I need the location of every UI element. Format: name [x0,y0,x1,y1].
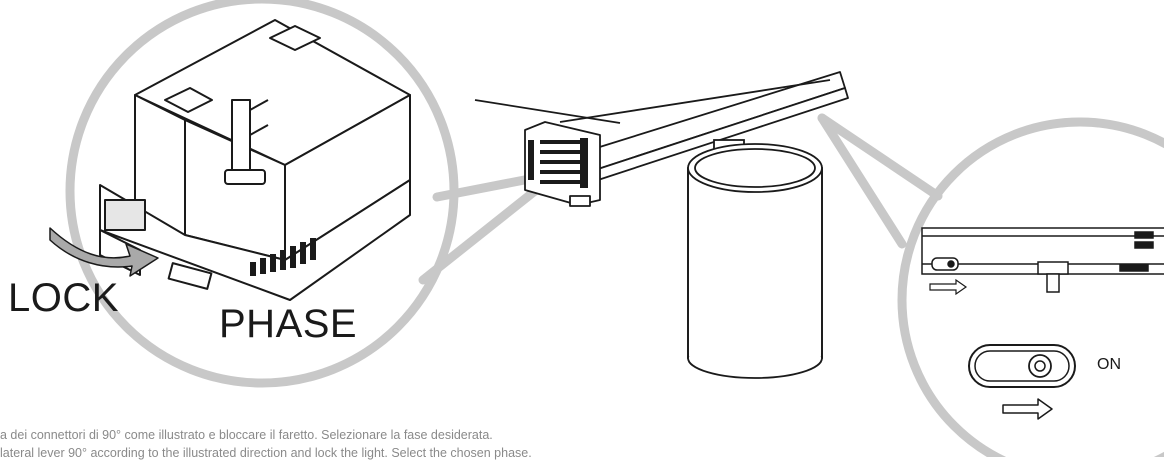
caption-english: lateral lever 90° according to the illus… [0,446,532,460]
adapter-lever-line [249,99,269,111]
on-switch-knob-center [1034,360,1046,372]
adapter-lever-cap [224,169,266,185]
lock-slot [104,199,146,231]
side-view-mount [1037,261,1069,275]
on-label: ON [1097,356,1121,373]
left-callout-pointer-lower [418,178,550,285]
right-callout-pointer-upper [817,113,943,201]
phase-label: PHASE [219,302,358,346]
right-callout-pointer-lower [817,113,907,249]
adapter-lever [231,99,251,181]
track-top-edge [474,99,621,124]
lock-arrow-icon [49,227,159,277]
adapter-notch-2 [269,25,321,51]
side-view-stem [1046,273,1060,293]
adapter-notch-1 [164,87,213,113]
track-rail [474,71,849,207]
direction-arrow-icon [1002,398,1053,420]
track-upper-line [559,79,831,123]
lock-label: LOCK [8,276,119,320]
adapter-small-slot [167,262,213,290]
spotlight-body-mask [689,168,821,356]
right-callout [817,113,1164,457]
on-switch [968,344,1076,388]
adapter-closeup [99,19,411,301]
side-view-arrow-icon [929,278,968,296]
track-end-detail [528,138,588,188]
phase-selector [250,238,316,276]
spotlight-top-inner [694,148,816,188]
track-end-foot [569,195,591,207]
cylinder-spotlight [687,139,823,379]
caption-italian: a dei connettori di 90° come illustrato … [0,428,493,442]
right-magnifier-circle [897,117,1164,457]
adapter-side-view [921,227,1164,293]
adapter-lever-line [249,124,269,136]
on-switch-inner [974,350,1070,382]
